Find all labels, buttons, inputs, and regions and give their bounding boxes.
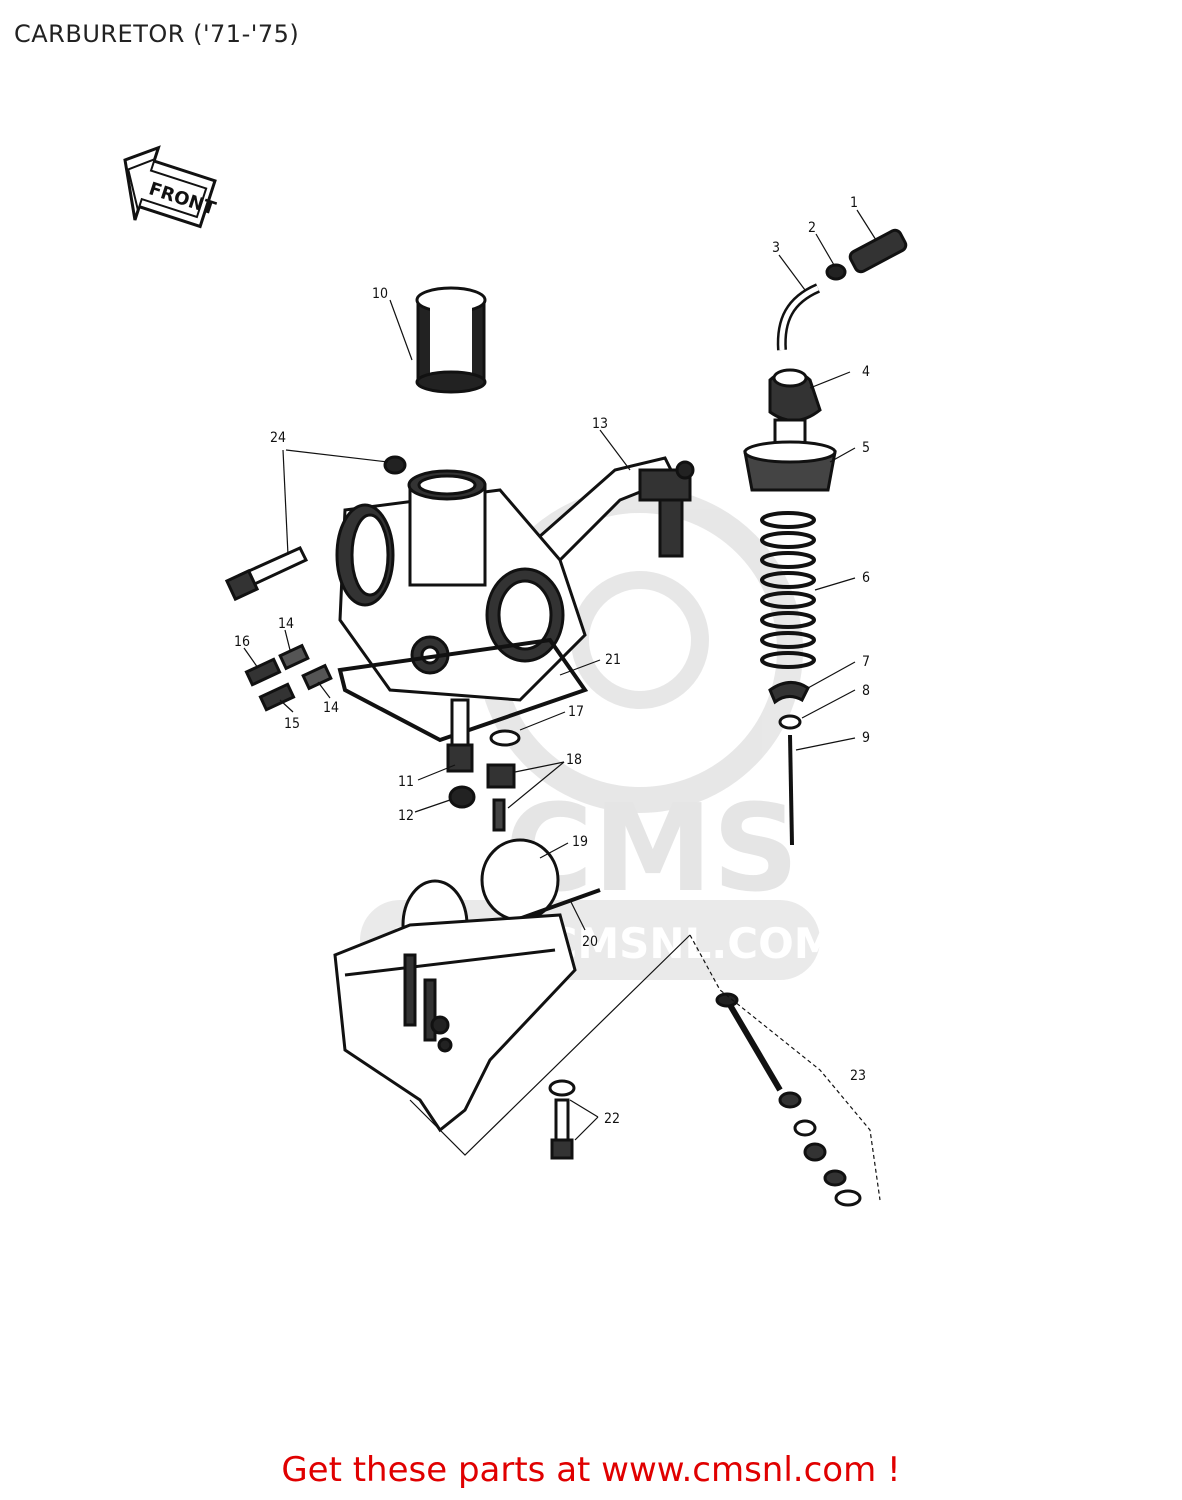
page-title: CARBURETOR ('71-'75) xyxy=(14,20,300,48)
parts-7-9-needle xyxy=(768,681,810,846)
part-23-valve xyxy=(715,992,862,1207)
leader-lines xyxy=(243,209,881,1201)
footer-parts-link[interactable]: Get these parts at www.cmsnl.com ! xyxy=(281,1450,901,1490)
callout-14-lower[interactable]: 14 xyxy=(323,700,339,716)
callout-8[interactable]: 8 xyxy=(862,683,870,699)
part-5-chamber-top xyxy=(743,418,837,492)
callout-9[interactable]: 9 xyxy=(862,730,870,746)
parts-14-16-screws xyxy=(244,643,333,712)
part-24-bolt xyxy=(224,455,407,602)
front-arrow-icon: FRONT xyxy=(123,145,219,229)
callout-7[interactable]: 7 xyxy=(862,654,870,670)
callout-2[interactable]: 2 xyxy=(808,220,816,236)
callout-24[interactable]: 24 xyxy=(270,430,286,446)
callout-15[interactable]: 15 xyxy=(284,716,300,732)
callout-21[interactable]: 21 xyxy=(605,652,621,668)
callout-4[interactable]: 4 xyxy=(862,364,870,380)
callout-17[interactable]: 17 xyxy=(568,704,584,720)
callout-13[interactable]: 13 xyxy=(592,416,608,432)
part-10-slide xyxy=(415,286,487,394)
parts-11-18-jets xyxy=(446,698,521,832)
callout-22[interactable]: 22 xyxy=(604,1111,620,1127)
part-22-screw xyxy=(548,1079,576,1160)
callout-10[interactable]: 10 xyxy=(372,286,388,302)
callout-20[interactable]: 20 xyxy=(582,934,598,950)
part-13-lever xyxy=(527,456,695,562)
callout-11[interactable]: 11 xyxy=(398,774,414,790)
callout-14-upper[interactable]: 14 xyxy=(278,616,294,632)
callout-12[interactable]: 12 xyxy=(398,808,414,824)
callout-6[interactable]: 6 xyxy=(862,570,870,586)
part-6-spring xyxy=(760,511,816,669)
float-bowl xyxy=(333,913,577,1133)
callout-19[interactable]: 19 xyxy=(572,834,588,850)
callout-23[interactable]: 23 xyxy=(850,1068,866,1084)
callout-5[interactable]: 5 xyxy=(862,440,870,456)
part-4-cap xyxy=(768,368,822,422)
parts-1-3-cable-adjuster xyxy=(776,228,908,351)
callout-18[interactable]: 18 xyxy=(566,752,582,768)
callout-1[interactable]: 1 xyxy=(850,195,858,211)
callout-3[interactable]: 3 xyxy=(772,240,780,256)
carburetor-body xyxy=(335,469,589,743)
callout-16[interactable]: 16 xyxy=(234,634,250,650)
